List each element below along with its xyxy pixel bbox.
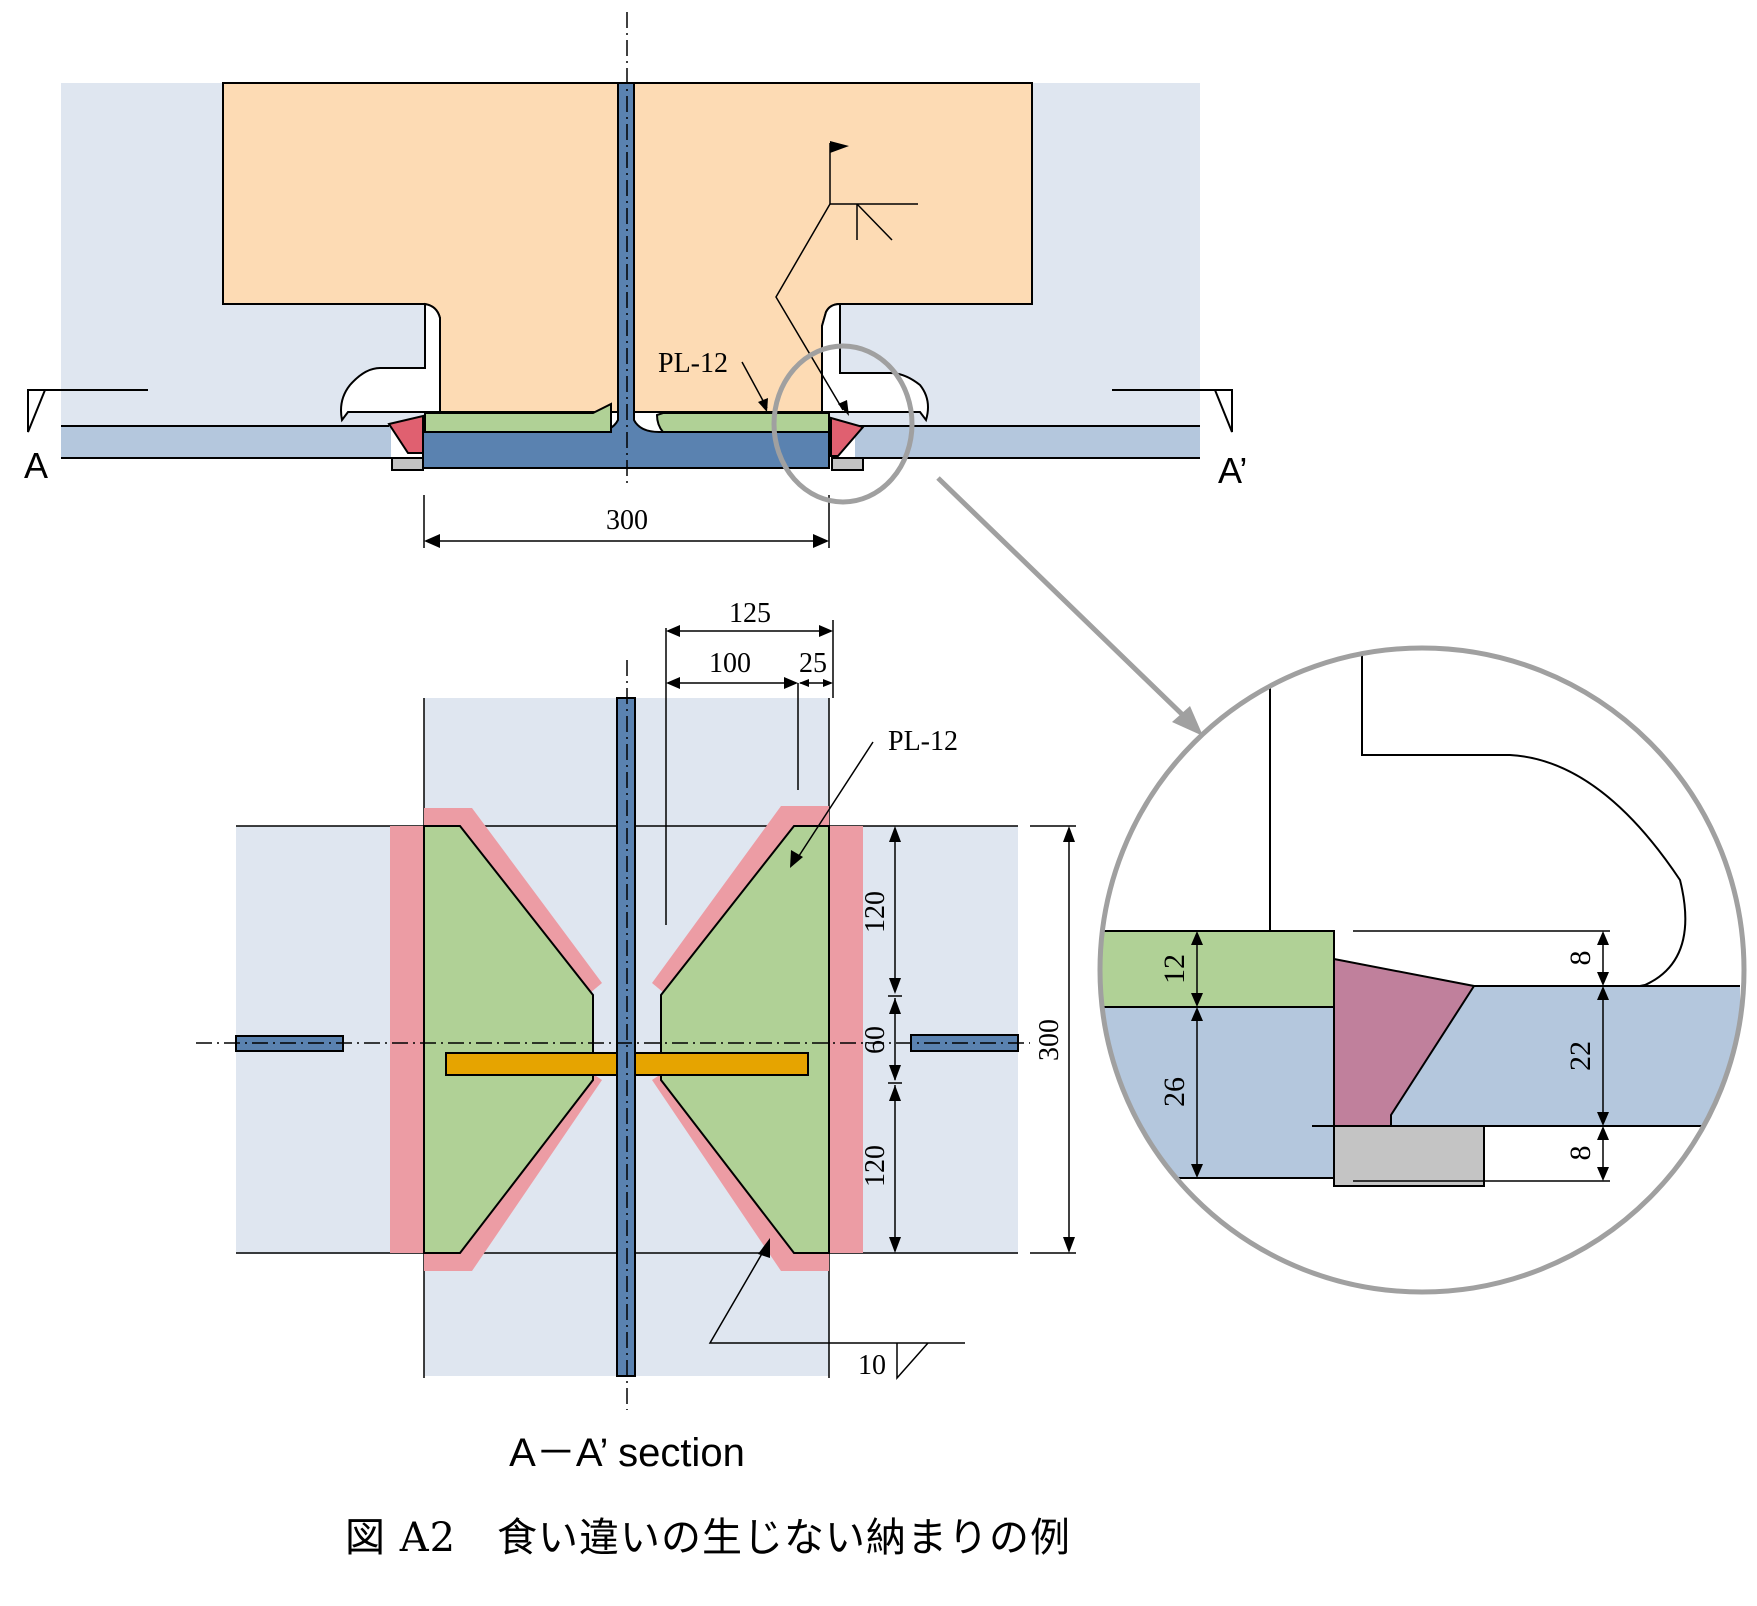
pl12-plate-right [655, 412, 830, 433]
magnifier-arrow [936, 476, 1192, 724]
figure-caption: 図 A2 食い違いの生じない納まりの例 [345, 1515, 1072, 1561]
detail-plate-green [1100, 930, 1335, 1008]
weld-side-left [390, 826, 424, 1253]
stiffener-left [445, 1052, 618, 1076]
weld-diag-ul [424, 808, 602, 993]
weld-symbol [775, 141, 918, 416]
magnifier-detail-circle [1097, 645, 1747, 1295]
pl12-plate-left [424, 402, 612, 433]
section-mark-left [27, 389, 148, 433]
web-plate [616, 697, 636, 1377]
detail-dim-8-top: 8 [1564, 951, 1597, 966]
weld-side-right [829, 826, 863, 1253]
section-label-left: A [24, 445, 48, 486]
weld-callout-leader [708, 1244, 965, 1344]
plan-view: 125 100 25 PL-12 120 60 120 [196, 598, 1076, 1475]
detail-dim-8-bottom: 8 [1564, 1146, 1597, 1161]
pl12-plan-right [660, 825, 830, 1254]
detail-view: 12 26 8 22 8 [1097, 645, 1747, 1295]
pl12-plan-left [423, 825, 594, 1254]
stiffener-right [634, 1052, 809, 1076]
detail-scallop-outline [1361, 648, 1687, 987]
dim-125: 125 [729, 598, 771, 629]
dim-120-upper: 120 [860, 891, 891, 933]
fillet-weld-symbol [896, 1342, 929, 1380]
dim-100: 100 [709, 648, 751, 679]
dim-120-lower: 120 [860, 1145, 891, 1187]
section-label-right: A’ [1218, 450, 1247, 491]
section-title: A－A’ section [509, 1431, 745, 1475]
plate-label-plan: PL-12 [888, 726, 958, 757]
backing-bar-left [391, 457, 424, 471]
scallop-left [340, 302, 441, 423]
weld-size-label: 10 [858, 1350, 886, 1381]
beam-flange-left [61, 426, 391, 458]
magnifier-source-circle [771, 343, 915, 505]
section-mark-right [1112, 389, 1233, 433]
detail-backing-bar [1333, 1125, 1485, 1187]
detail-dim-26: 26 [1158, 1077, 1191, 1107]
backing-bar-right [831, 457, 864, 471]
weld-left [387, 414, 424, 454]
dim-300-elevation: 300 [606, 505, 648, 536]
dim-25: 25 [799, 648, 827, 679]
elevation-view: A A’ PL-12 300 [24, 12, 1247, 736]
dim-300-plan: 300 [1034, 1019, 1065, 1061]
scallop-right [821, 302, 929, 423]
detail-weld [1333, 957, 1476, 1127]
dim-60: 60 [860, 1026, 891, 1054]
plate-label-elevation: PL-12 [658, 348, 728, 379]
detail-beam-flange [1312, 986, 1740, 1126]
leader-arrowhead [758, 398, 768, 412]
detail-dim-22: 22 [1564, 1041, 1597, 1071]
detail-dim-12: 12 [1158, 954, 1191, 984]
weld-right [830, 416, 865, 457]
